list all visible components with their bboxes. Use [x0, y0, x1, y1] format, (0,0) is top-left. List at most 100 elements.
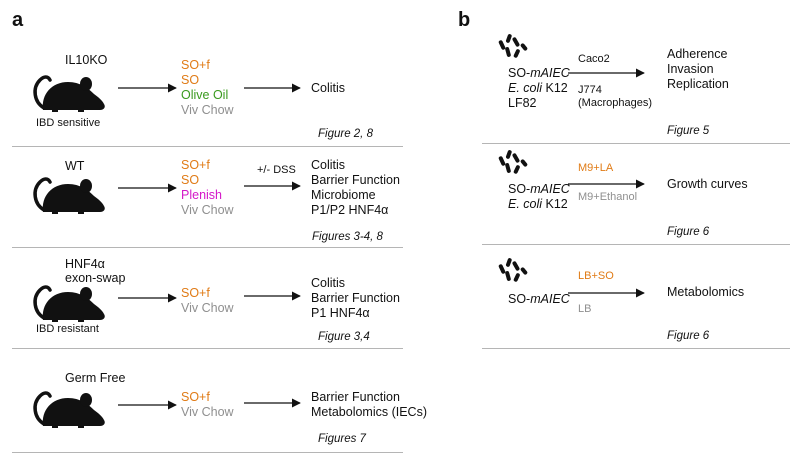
diet-item: Viv Chow	[181, 405, 234, 419]
mouse-icon	[33, 285, 107, 324]
mouse-icon	[33, 75, 107, 114]
strain-line: E. coli K12	[508, 197, 570, 212]
model-label: HNF4α	[65, 257, 105, 271]
strain-line: E. coli K12	[508, 81, 570, 96]
strain-italic: mAIEC	[530, 66, 570, 80]
row-divider	[12, 247, 403, 248]
outcome-item: Metabolomics	[667, 285, 745, 299]
condition-label: LB+SO	[578, 270, 614, 282]
figure-reference: Figures 7	[318, 433, 366, 445]
bacteria-icon	[498, 33, 529, 59]
diet-item: SO+f	[181, 390, 210, 404]
outcome-list: Colitis Barrier Function P1 HNF4α	[311, 276, 400, 321]
strain-prefix: SO-	[508, 182, 531, 196]
condition-label: J774 (Macrophages)	[578, 84, 652, 110]
strain-italic: E. coli	[508, 197, 543, 211]
figure-reference: Figure 3,4	[318, 331, 370, 343]
strain-list: SO-mAIEC	[508, 292, 570, 307]
arrow-right-icon	[568, 68, 645, 78]
row-divider	[482, 348, 790, 349]
arrow-right-icon	[568, 288, 645, 298]
row-divider	[482, 244, 790, 245]
panel-a-letter: a	[12, 9, 24, 31]
outcome-item: Barrier Function	[311, 173, 400, 187]
mouse-icon	[33, 177, 107, 216]
row-divider	[12, 146, 403, 147]
outcome-item: P1 HNF4α	[311, 306, 370, 320]
strain-prefix: SO-	[508, 292, 531, 306]
strain-suffix: K12	[542, 197, 568, 211]
condition-line: (Macrophages)	[578, 97, 652, 109]
condition-label: LB	[578, 303, 592, 315]
diet-item: Viv Chow	[181, 301, 234, 315]
outcome-list: Barrier Function Metabolomics (IECs)	[311, 390, 427, 420]
diet-list: SO+f Viv Chow	[181, 286, 234, 316]
model-label: WT	[65, 159, 85, 173]
figure-reference: Figures 3-4, 8	[312, 231, 383, 243]
strain-line: SO-mAIEC	[508, 66, 570, 81]
model-sublabel: IBD sensitive	[36, 117, 101, 129]
row-divider	[12, 452, 403, 453]
strain-list: SO-mAIEC E. coli K12 LF82	[508, 66, 570, 111]
outcome-item: P1/P2 HNF4α	[311, 203, 389, 217]
strain-line: LF82	[508, 96, 537, 110]
mouse-icon	[33, 391, 107, 430]
panel-b-letter: b	[458, 9, 471, 31]
outcome-item: Colitis	[311, 158, 346, 172]
figure-reference: Figure 2, 8	[318, 128, 373, 140]
outcome-item: Colitis	[311, 81, 346, 95]
row-divider	[12, 348, 403, 349]
strain-line: SO-mAIEC	[508, 182, 570, 197]
outcome-list: Colitis Barrier Function Microbiome P1/P…	[311, 158, 400, 218]
model-label: Germ Free	[65, 371, 126, 385]
outcome-item: Adherence	[667, 47, 728, 61]
diet-item: SO+f	[181, 158, 210, 172]
arrow-right-icon	[118, 183, 177, 193]
condition-line: J774	[578, 84, 602, 96]
diet-item: Olive Oil	[181, 88, 229, 102]
diet-item: SO+f	[181, 58, 210, 72]
arrow-right-icon	[244, 83, 301, 93]
outcome-item: Invasion	[667, 62, 714, 76]
condition-label: Caco2	[578, 53, 610, 65]
condition-label: M9+Ethanol	[578, 191, 638, 203]
outcome-item: Replication	[667, 77, 729, 91]
diet-item: Plenish	[181, 188, 222, 202]
arrow-right-icon	[118, 83, 177, 93]
diet-item: Viv Chow	[181, 203, 234, 217]
outcome-item: Metabolomics (IECs)	[311, 405, 427, 419]
arrow-label: +/- DSS	[257, 164, 296, 176]
outcome-item: Barrier Function	[311, 291, 400, 305]
arrow-right-icon	[118, 293, 177, 303]
model-sublabel: IBD resistant	[36, 323, 99, 335]
arrow-right-icon	[244, 181, 301, 191]
model-label: IL10KO	[65, 53, 108, 67]
diet-item: Viv Chow	[181, 103, 234, 117]
strain-italic: mAIEC	[530, 182, 570, 196]
diet-item: SO+f	[181, 286, 210, 300]
bacteria-icon	[498, 149, 529, 175]
arrow-right-icon	[118, 400, 177, 410]
outcome-item: Barrier Function	[311, 390, 400, 404]
strain-italic: E. coli	[508, 81, 543, 95]
figure-reference: Figure 6	[667, 226, 710, 238]
bacteria-icon	[498, 257, 529, 283]
arrow-right-icon	[568, 179, 645, 189]
diet-item: SO	[181, 73, 200, 87]
strain-prefix: SO-	[508, 66, 531, 80]
model-label-line2: exon-swap	[65, 271, 126, 285]
arrow-right-icon	[244, 291, 301, 301]
strain-italic: mAIEC	[530, 292, 570, 306]
figure-reference: Figure 6	[667, 330, 710, 342]
outcome-item: Growth curves	[667, 177, 748, 191]
row-divider	[482, 143, 790, 144]
outcome-item: Colitis	[311, 276, 346, 290]
outcome-item: Microbiome	[311, 188, 376, 202]
condition-label: M9+LA	[578, 162, 614, 174]
figure-reference: Figure 5	[667, 125, 710, 137]
strain-suffix: K12	[542, 81, 568, 95]
arrow-right-icon	[244, 398, 301, 408]
strain-list: SO-mAIEC E. coli K12	[508, 182, 570, 212]
diet-list: SO+f SO Olive Oil Viv Chow	[181, 58, 234, 118]
diet-item: SO	[181, 173, 200, 187]
